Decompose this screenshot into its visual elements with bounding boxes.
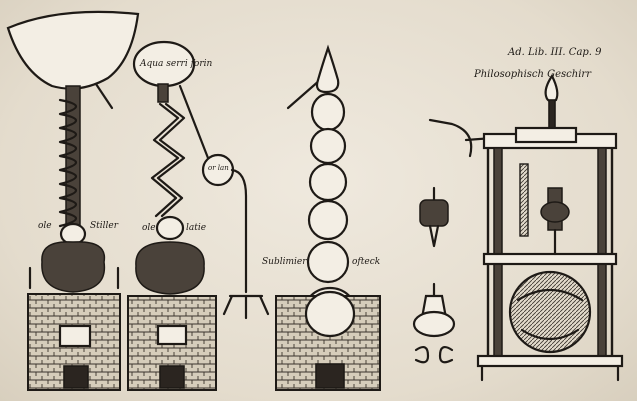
label-column-right: ofteck <box>352 257 381 267</box>
label-still1-right: Stiller <box>90 221 119 231</box>
still-with-zigzag <box>127 40 270 391</box>
label-column-left: Sublimier <box>262 257 307 267</box>
label-still2-head: Aqua serri forin <box>140 59 213 69</box>
label-still1-left: ole <box>38 221 52 231</box>
bottom-wheel <box>508 270 592 354</box>
aludel-column <box>275 44 381 391</box>
label-title-sub: Philosophisch Geschirr <box>474 69 591 80</box>
loose-parts <box>412 186 456 364</box>
fire-door-1 <box>63 365 89 389</box>
fire-door-3 <box>315 363 345 389</box>
gear-part <box>419 199 449 227</box>
still-body-2 <box>135 241 205 295</box>
still-with-coil <box>6 10 140 391</box>
still-body <box>41 241 106 293</box>
label-still2-left: ole <box>142 223 156 233</box>
label-still2-right: latie <box>186 223 207 233</box>
label-receiver: or lan <box>208 164 229 172</box>
fire-door-2 <box>159 365 185 389</box>
head-bowl <box>6 10 140 90</box>
crank-machine <box>428 73 624 382</box>
label-title-top: Ad. Lib. III. Cap. 9 <box>508 47 602 58</box>
